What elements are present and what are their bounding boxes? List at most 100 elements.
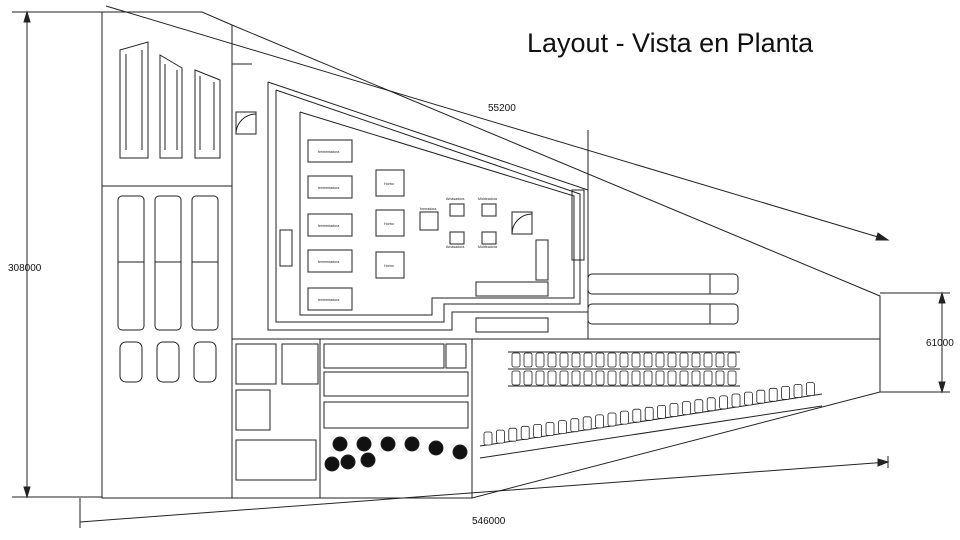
label-horno-3: Horno bbox=[384, 264, 394, 268]
label-fermentadora-3: fermentadora bbox=[318, 224, 339, 228]
parked-car-46 bbox=[583, 417, 591, 430]
parked-car-26 bbox=[668, 353, 676, 367]
building-wall-outer bbox=[268, 82, 588, 330]
process-machines bbox=[420, 204, 496, 244]
parked-car-2 bbox=[524, 353, 532, 367]
parked-car-52 bbox=[658, 405, 666, 418]
parked-car-32 bbox=[704, 353, 712, 367]
parked-car-1 bbox=[512, 371, 520, 385]
parked-car-5 bbox=[536, 371, 544, 385]
parked-car-39 bbox=[496, 430, 504, 443]
parked-car-7 bbox=[548, 371, 556, 385]
parked-car-20 bbox=[632, 353, 640, 367]
parked-car-43 bbox=[546, 423, 554, 436]
storage-racks bbox=[476, 190, 584, 332]
parked-car-36 bbox=[728, 353, 736, 367]
parked-car-18 bbox=[620, 353, 628, 367]
label-moldeadora-2: Moldeadora bbox=[478, 245, 497, 249]
parked-car-6 bbox=[548, 353, 556, 367]
parked-car-63 bbox=[794, 385, 802, 398]
parked-car-45 bbox=[571, 419, 579, 432]
parked-car-0 bbox=[512, 353, 520, 367]
parked-car-11 bbox=[572, 371, 580, 385]
parked-car-21 bbox=[632, 371, 640, 385]
parked-car-29 bbox=[680, 371, 688, 385]
parked-car-64 bbox=[806, 383, 814, 396]
dimension-right bbox=[880, 293, 950, 392]
parked-car-62 bbox=[782, 386, 790, 399]
site-outline bbox=[102, 12, 880, 498]
parked-car-40 bbox=[509, 428, 517, 441]
fermentadoras bbox=[308, 140, 352, 310]
parked-car-3 bbox=[524, 371, 532, 385]
parked-car-42 bbox=[534, 424, 542, 437]
parking-row-1 bbox=[508, 352, 740, 386]
parked-car-47 bbox=[596, 415, 604, 428]
label-fermentadora-4: fermentadora bbox=[318, 260, 339, 264]
doors bbox=[236, 112, 532, 234]
parked-car-54 bbox=[682, 402, 690, 415]
parked-car-12 bbox=[584, 353, 592, 367]
parked-car-51 bbox=[645, 407, 653, 420]
label-fermentadora-2: fermentadora bbox=[318, 186, 339, 190]
parked-car-44 bbox=[558, 421, 566, 434]
trees bbox=[325, 437, 467, 471]
hornos bbox=[376, 170, 404, 278]
room-labels: fermentadora fermentadora fermentadora f… bbox=[318, 150, 497, 302]
parked-car-13 bbox=[584, 371, 592, 385]
label-horno-1: Horno bbox=[384, 182, 394, 186]
offices bbox=[236, 344, 468, 480]
dimension-right-label: 61000 bbox=[926, 338, 954, 349]
parked-car-16 bbox=[608, 353, 616, 367]
parked-car-53 bbox=[670, 404, 678, 417]
parked-car-4 bbox=[536, 353, 544, 367]
parked-car-14 bbox=[596, 353, 604, 367]
page-title: Layout - Vista en Planta bbox=[527, 28, 814, 58]
label-formadora: formadora bbox=[420, 207, 436, 211]
parked-car-33 bbox=[704, 371, 712, 385]
parked-car-60 bbox=[757, 390, 765, 403]
parked-car-55 bbox=[695, 400, 703, 413]
label-fermentadora-5: fermentadora bbox=[318, 298, 339, 302]
parked-car-31 bbox=[692, 371, 700, 385]
parked-car-27 bbox=[668, 371, 676, 385]
parked-car-37 bbox=[728, 371, 736, 385]
parked-car-24 bbox=[656, 353, 664, 367]
parked-car-15 bbox=[596, 371, 604, 385]
parked-car-49 bbox=[620, 411, 628, 424]
silos bbox=[120, 42, 220, 158]
parked-car-25 bbox=[656, 371, 664, 385]
parked-car-35 bbox=[716, 371, 724, 385]
parked-car-56 bbox=[707, 398, 715, 411]
trucks-right bbox=[588, 274, 738, 324]
parked-car-30 bbox=[692, 353, 700, 367]
dimension-bottom-label: 546000 bbox=[472, 516, 506, 527]
label-moldeadora-1: Moldeadora bbox=[478, 197, 497, 201]
dimension-left bbox=[12, 12, 102, 497]
parked-car-17 bbox=[608, 371, 616, 385]
label-horno-2: Horno bbox=[384, 222, 394, 226]
parked-car-58 bbox=[732, 394, 740, 407]
parked-car-19 bbox=[620, 371, 628, 385]
label-amasadora-2: Amasadora bbox=[446, 245, 464, 249]
parked-car-61 bbox=[769, 388, 777, 401]
parking-row-2 bbox=[480, 394, 822, 458]
parked-car-10 bbox=[572, 353, 580, 367]
building-wall-inner bbox=[276, 90, 580, 322]
parked-car-50 bbox=[633, 409, 641, 422]
parked-car-8 bbox=[560, 353, 568, 367]
label-amasadora-1: Amasadora bbox=[446, 197, 464, 201]
trucks-left bbox=[118, 196, 218, 382]
label-fermentadora-1: fermentadora bbox=[318, 150, 339, 154]
parked-car-34 bbox=[716, 353, 724, 367]
parked-car-57 bbox=[720, 396, 728, 409]
parked-car-38 bbox=[484, 432, 492, 445]
dimension-left-label: 308000 bbox=[8, 263, 42, 274]
dimension-bottom bbox=[80, 456, 888, 528]
parked-car-23 bbox=[644, 371, 652, 385]
dimension-top-label: 55200 bbox=[488, 103, 516, 114]
parked-car-48 bbox=[608, 413, 616, 426]
parked-car-9 bbox=[560, 371, 568, 385]
parked-car-41 bbox=[521, 426, 529, 439]
